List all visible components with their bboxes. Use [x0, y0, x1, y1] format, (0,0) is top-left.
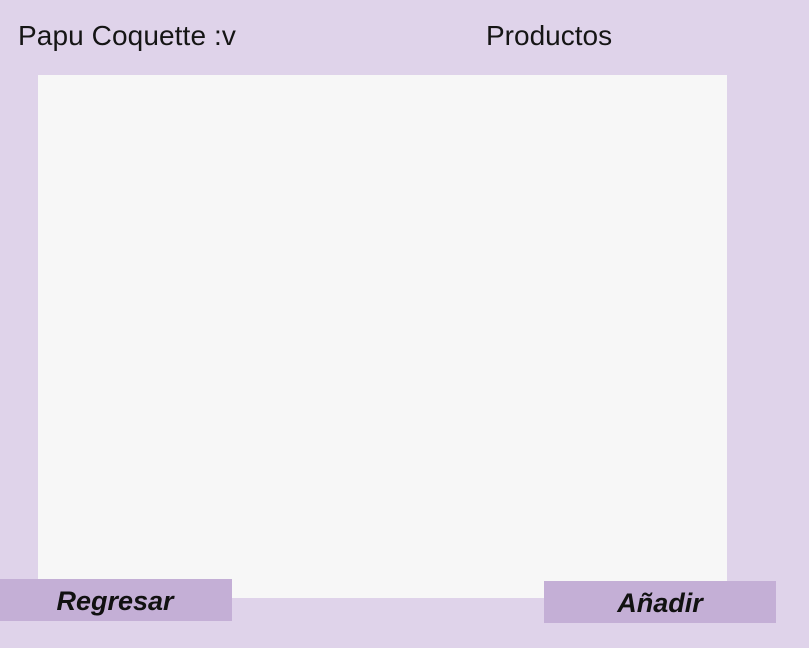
add-button-label: Añadir [617, 587, 703, 618]
back-button-label: Regresar [56, 585, 174, 616]
back-button[interactable]: Regresar [0, 579, 232, 621]
page-title: Productos [486, 20, 613, 51]
products-panel [38, 75, 727, 598]
add-button[interactable]: Añadir [544, 581, 776, 623]
app-title: Papu Coquette :v [18, 20, 236, 51]
